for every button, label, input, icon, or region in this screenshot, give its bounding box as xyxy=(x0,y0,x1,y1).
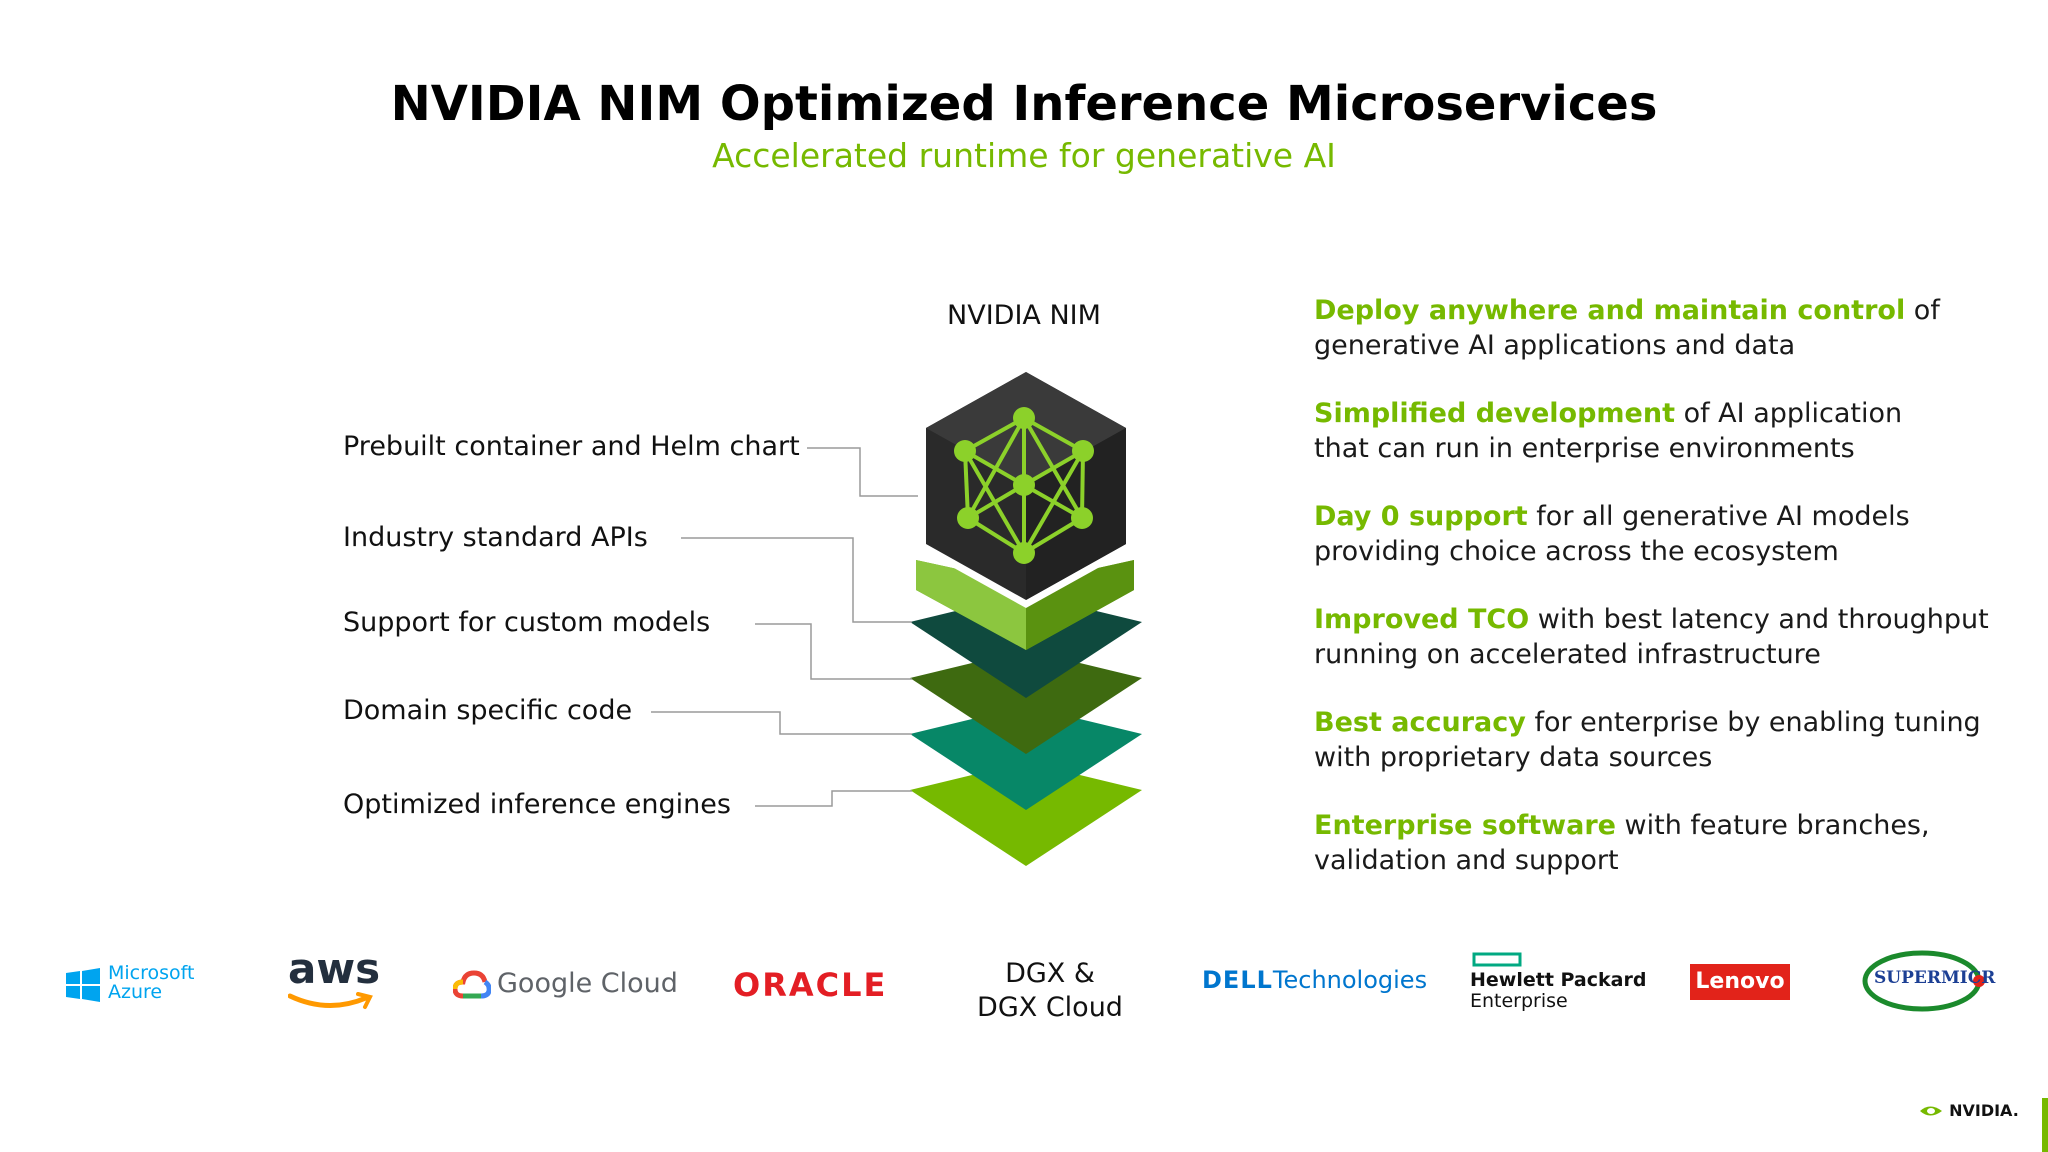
benefit-item: Enterprise software with feature branche… xyxy=(1314,810,1930,876)
layer-optimized-inference-engines xyxy=(910,762,1142,866)
supermicro-logo: SUPERMICR xyxy=(1862,950,1995,1012)
layer-domain-specific-code xyxy=(910,706,1142,810)
nim-cube-icon xyxy=(918,364,1134,608)
google-cloud-icon xyxy=(453,970,491,999)
layer-custom-models xyxy=(910,650,1142,754)
accent-bar xyxy=(2042,1098,2048,1152)
connector-custom xyxy=(755,623,912,680)
nvidia-nim-label: NVIDIA NIM xyxy=(947,300,1101,331)
label-prebuilt-container: Prebuilt container and Helm chart xyxy=(343,431,800,462)
page-title: NVIDIA NIM Optimized Inference Microserv… xyxy=(390,76,1658,132)
label-industry-apis: Industry standard APIs xyxy=(343,522,648,553)
label-custom-models: Support for custom models xyxy=(343,607,711,638)
dell-technologies-logo: DELLTechnologies xyxy=(1202,966,1428,994)
connector-domain xyxy=(651,711,912,735)
windows-icon xyxy=(66,968,100,1002)
connector-apis xyxy=(681,537,912,623)
benefit-item: Simplified development of AI application… xyxy=(1314,398,1903,464)
benefit-item: Best accuracy for enterprise by enabling… xyxy=(1314,707,1981,773)
benefit-item: Day 0 support for all generative AI mode… xyxy=(1314,501,1910,567)
page-subtitle: Accelerated runtime for generative AI xyxy=(712,136,1336,175)
label-domain-code: Domain specific code xyxy=(343,695,633,726)
connector-prebuilt xyxy=(807,447,918,497)
oracle-logo: ORACLE xyxy=(733,966,888,1004)
connector-engines xyxy=(755,790,912,807)
aws-smile-icon xyxy=(288,992,373,1009)
dgx-cloud-label: DGX &DGX Cloud xyxy=(977,958,1123,1023)
nvidia-eye-icon xyxy=(1920,1106,1942,1115)
nvidia-logo: NVIDIA. xyxy=(1918,1100,2019,1120)
aws-logo: aws xyxy=(284,946,384,1016)
benefit-item: Improved TCO with best latency and throu… xyxy=(1314,604,1989,670)
lenovo-logo: Lenovo xyxy=(1690,964,1790,1000)
hpe-element-icon xyxy=(1472,952,1522,967)
supermicro-ellipse-icon xyxy=(1862,950,1985,1012)
label-inference-engines: Optimized inference engines xyxy=(343,789,731,820)
